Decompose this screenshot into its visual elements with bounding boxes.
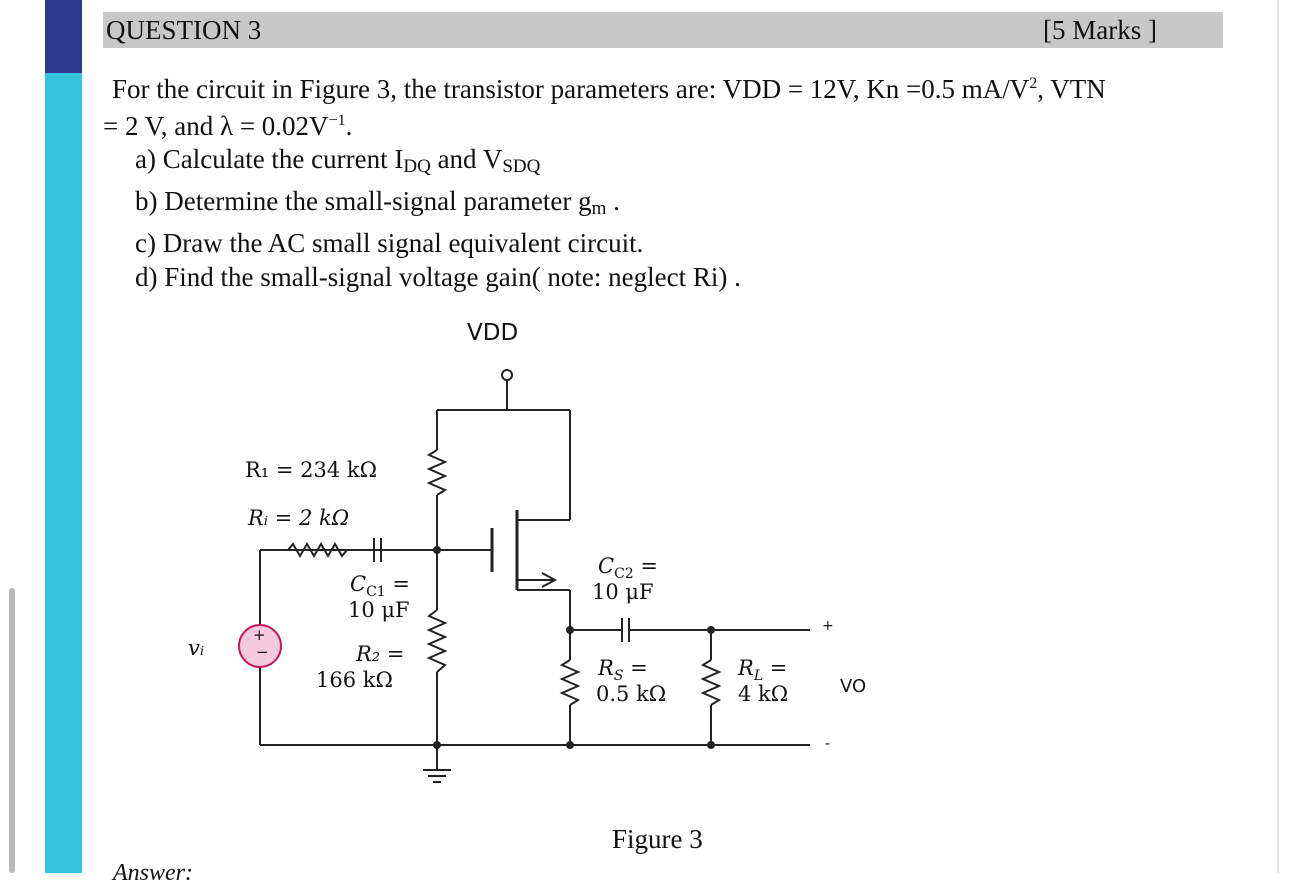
output-minus-sign: - [825, 736, 831, 752]
mosfet-arrow-icon [541, 572, 558, 588]
cc1-label: CC1 = [350, 572, 410, 600]
statement-line2-end: . [345, 111, 353, 141]
problem-statement: For the circuit in Figure 3, the transis… [103, 68, 1243, 105]
cc1-subscript: C1 [366, 584, 386, 601]
rl-symbol: R [738, 656, 754, 680]
subscript: DQ [403, 156, 431, 177]
rl-equals: = [763, 656, 788, 680]
resistor-ri-icon [287, 542, 348, 558]
cc1-value: 10 μF [348, 598, 410, 622]
statement-line2-text: = 2 V, and λ = 0.02V [103, 111, 329, 141]
accent-strip-top [45, 0, 82, 73]
part-text: and V [430, 144, 503, 174]
vdd-terminal-icon [501, 369, 513, 381]
source-minus-sign: − [256, 643, 269, 661]
resistor-rs-icon [559, 659, 581, 706]
statement-line2-superscript: −1 [328, 112, 346, 129]
output-plus-sign: + [822, 618, 834, 634]
rs-value: 0.5 kΩ [596, 682, 667, 706]
accent-strip [45, 73, 82, 873]
source-plus-sign: + [253, 626, 266, 644]
part-text: Calculate the current I [162, 144, 404, 174]
subscript: SDQ [502, 156, 541, 177]
junction-dot [707, 626, 715, 634]
question-header: QUESTION 3 [5 Marks ] [103, 12, 1223, 48]
part-c: c) Draw the AC small signal equivalent c… [135, 226, 1243, 260]
page-edge [1277, 0, 1279, 873]
scrollbar[interactable] [9, 588, 15, 873]
answer-label: Answer: [113, 860, 193, 886]
cc2-label: CC2 = [598, 554, 658, 582]
cc2-equals: = [633, 554, 658, 578]
part-prefix: b) [135, 186, 158, 216]
vi-label: vᵢ [188, 636, 205, 660]
part-b: b) Determine the small-signal parameter … [135, 184, 1243, 226]
marks-label: [5 Marks ] [1043, 14, 1157, 45]
question-parts: a) Calculate the current IDQ and VSDQ b)… [103, 142, 1243, 294]
part-prefix: d) [135, 262, 158, 292]
r1-label: R₁ = 234 kΩ [245, 458, 378, 482]
part-d: d) Find the small-signal voltage gain( n… [135, 260, 1243, 294]
resistor-r2-icon [426, 609, 448, 673]
statement-text-end: , VTN [1037, 74, 1106, 104]
part-text: . [606, 186, 620, 216]
junction-dot [433, 546, 441, 554]
rs-label: RS = [598, 656, 648, 684]
circuit-figure: VDD R₁ = 234 kΩ Rᵢ = 2 kΩ CC1 = 10 μF R₂… [180, 300, 880, 820]
cc2-subscript: C2 [614, 566, 634, 583]
r2-value: 166 kΩ [316, 668, 393, 692]
question-title: QUESTION 3 [106, 14, 262, 45]
rs-subscript: S [613, 668, 624, 685]
problem-text: For the circuit in Figure 3, the transis… [103, 68, 1243, 294]
cc2-symbol: C [598, 554, 615, 578]
vo-label: VO [840, 676, 867, 697]
part-prefix: a) [135, 144, 156, 174]
part-text: Determine the small-signal parameter g [164, 186, 592, 216]
junction-dot [566, 741, 574, 749]
vdd-label: VDD [467, 320, 519, 346]
part-prefix: c) [135, 228, 156, 258]
ri-label: Rᵢ = 2 kΩ [248, 506, 350, 530]
figure-caption: Figure 3 [612, 824, 703, 854]
rl-subscript: L [753, 668, 764, 685]
circuit-diagram [238, 369, 810, 783]
problem-statement-line2: = 2 V, and λ = 0.02V−1. [103, 105, 1243, 142]
resistor-r1-icon [426, 449, 448, 496]
statement-text: For the circuit in Figure 3, the transis… [112, 74, 1030, 104]
rl-value: 4 kΩ [738, 682, 789, 706]
rs-symbol: R [598, 656, 614, 680]
resistor-rl-icon [700, 659, 722, 706]
junction-dot [707, 741, 715, 749]
part-a: a) Calculate the current IDQ and VSDQ [135, 142, 1243, 184]
cc1-equals: = [385, 572, 410, 596]
cc2-value: 10 μF [592, 580, 654, 604]
r2-label: R₂ = [356, 642, 405, 666]
rs-equals: = [623, 656, 648, 680]
statement-superscript: 2 [1029, 75, 1038, 92]
junction-dot [433, 741, 441, 749]
part-text: Draw the AC small signal equivalent circ… [162, 228, 644, 258]
cc1-symbol: C [350, 572, 367, 596]
rl-label: RL = [738, 656, 787, 684]
junction-dot [566, 626, 574, 634]
subscript: m [591, 198, 607, 219]
voltage-source-icon [238, 624, 282, 668]
part-text: Find the small-signal voltage gain( note… [164, 262, 741, 292]
